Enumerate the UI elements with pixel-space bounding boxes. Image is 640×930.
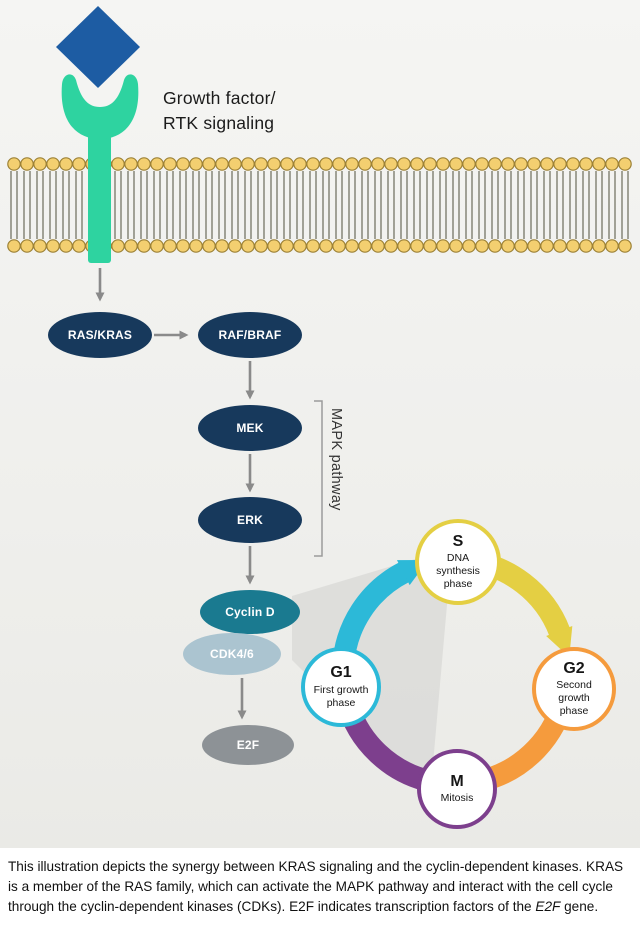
phase-circle-g2: G2 Second growth phase: [532, 647, 616, 731]
node-cyclin-d: Cyclin D: [200, 590, 300, 634]
phase-name-m: Mitosis: [440, 792, 474, 805]
mapk-bracket: [314, 400, 323, 557]
phase-name-g2: Second growth phase: [556, 679, 592, 718]
growth-factor-diamond-icon: [56, 6, 140, 88]
caption-gene-italic: E2F: [535, 898, 561, 914]
caption: This illustration depicts the synergy be…: [0, 848, 640, 930]
node-e2f: E2F: [202, 725, 294, 765]
caption-text: This illustration depicts the synergy be…: [8, 859, 624, 914]
node-raf-braf: RAF/BRAF: [198, 312, 302, 358]
phase-abbr-g2: G2: [563, 659, 585, 677]
node-erk: ERK: [198, 497, 302, 543]
node-ras-kras: RAS/KRAS: [48, 312, 152, 358]
phase-abbr-s: S: [452, 532, 464, 550]
phase-abbr-g1: G1: [330, 664, 352, 682]
rtk-receptor: [56, 6, 140, 263]
phase-circle-s: S DNA synthesis phase: [415, 519, 501, 605]
growth-factor-label: Growth factor/ RTK signaling: [163, 86, 276, 136]
signal-arrows: [95, 268, 255, 720]
node-cdk4-6: CDK4/6: [183, 633, 281, 675]
node-mek: MEK: [198, 405, 302, 451]
phase-name-s: DNA synthesis phase: [436, 552, 480, 591]
growth-factor-label-line1: Growth factor/: [163, 88, 276, 108]
phase-circle-g1: G1 First growth phase: [301, 647, 381, 727]
phase-name-g1: First growth phase: [313, 683, 369, 709]
phase-abbr-m: M: [450, 772, 464, 790]
caption-text-after: gene.: [560, 898, 599, 914]
mapk-pathway-label: MAPK pathway: [328, 408, 344, 511]
receptor-stem: [88, 115, 111, 263]
receptor-cup: [61, 74, 139, 139]
growth-factor-label-line2: RTK signaling: [163, 112, 275, 133]
phase-circle-m: M Mitosis: [417, 749, 497, 829]
